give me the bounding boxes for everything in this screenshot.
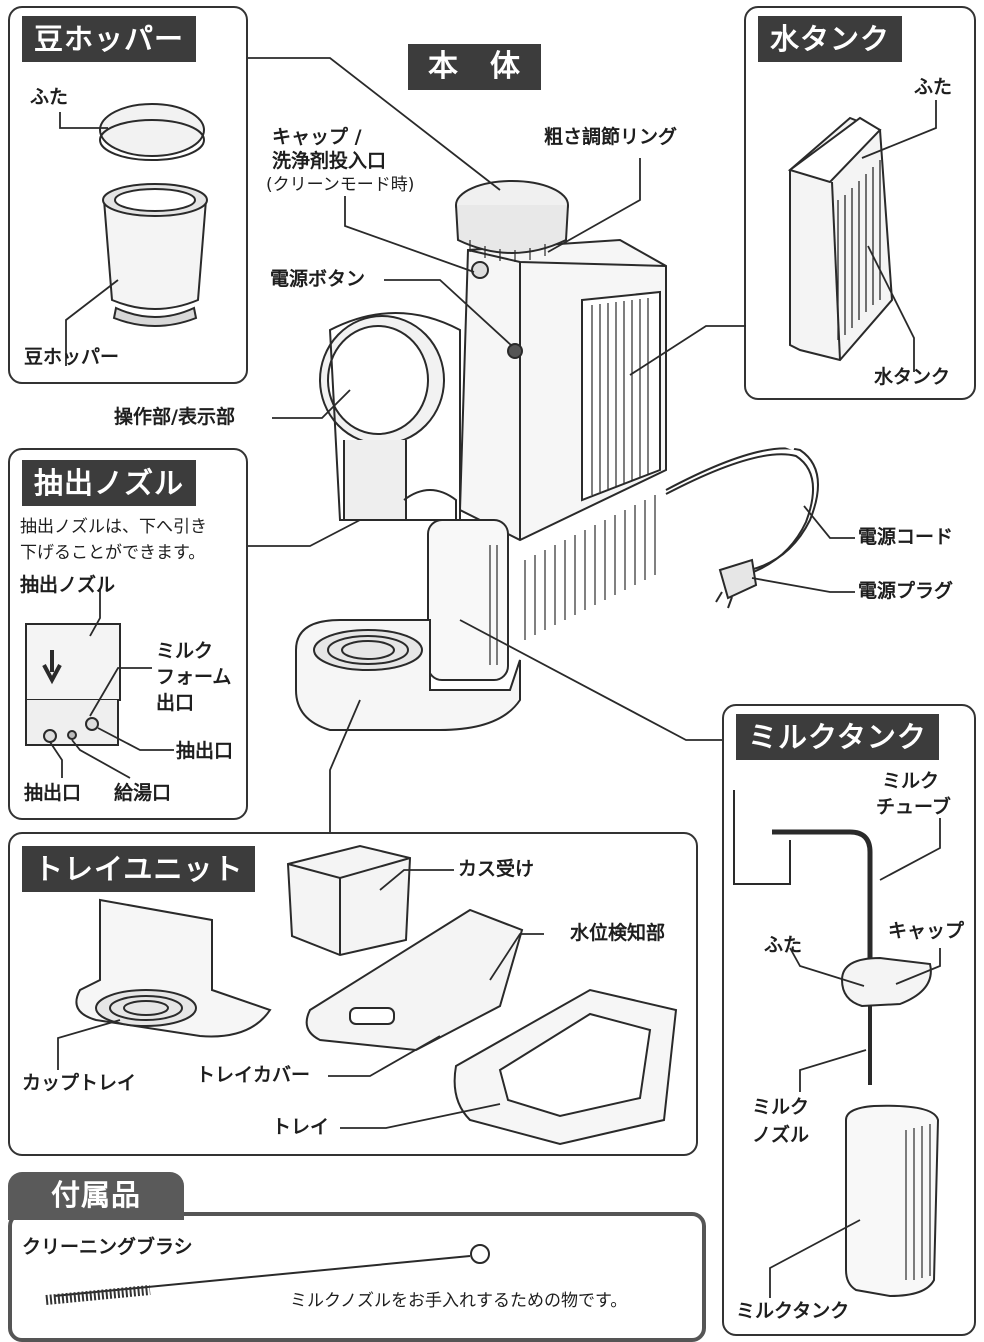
water-tank-label: 水タンク — [874, 366, 951, 388]
milk-foam-label-2: フォーム — [156, 666, 232, 688]
milk-tube-label-2: チューブ — [876, 796, 951, 818]
milk-tank-label: ミルクタンク — [736, 1300, 850, 1322]
nozzle-desc-line2: 下げることができます。 — [20, 543, 206, 563]
milk-nozzle-label-1: ミルク — [752, 1096, 810, 1118]
accessory-title: 付属品 — [8, 1172, 184, 1220]
milk-lid-label: ふた — [764, 934, 803, 956]
power-button-label: 電源ボタン — [270, 268, 366, 290]
grind-ring-label: 粗さ調節リング — [544, 126, 678, 148]
milk-foam-label-1: ミルク — [156, 640, 214, 662]
outlet-left-label: 抽出口 — [24, 782, 82, 804]
milk-foam-label-3: 出口 — [156, 692, 195, 714]
hopper-lid-art — [99, 103, 205, 157]
cap-label-line1: キャップ / — [272, 126, 362, 148]
tray-unit-title: トレイユニット — [22, 846, 256, 892]
outlet-right-label: 抽出口 — [176, 740, 234, 762]
water-tank-title: 水タンク — [758, 16, 903, 62]
tray-label: トレイ — [272, 1116, 330, 1138]
cap-label-line3: (クリーンモード時) — [266, 175, 415, 195]
hot-water-label: 給湯口 — [114, 782, 172, 804]
milk-nozzle-label-2: ノズル — [752, 1124, 810, 1146]
nozzle-desc-line1: 抽出ノズルは、下へ引き — [20, 517, 207, 537]
hopper-title: 豆ホッパー — [22, 16, 197, 62]
milk-tank-title: ミルクタンク — [736, 714, 939, 760]
water-tank-lid-label: ふた — [914, 76, 953, 98]
nozzle-detail-art — [25, 623, 121, 701]
cup-tray-label: カップトレイ — [22, 1072, 137, 1094]
hopper-lid-label: ふた — [30, 86, 69, 108]
milk-tube-label-1: ミルク — [882, 770, 940, 792]
tray-cover-label: トレイカバー — [196, 1064, 311, 1086]
grounds-label: カス受け — [458, 858, 535, 880]
hopper-label: 豆ホッパー — [24, 346, 120, 368]
power-plug-label: 電源プラグ — [858, 580, 954, 602]
cap-label-line2: 洗浄剤投入口 — [272, 150, 387, 172]
panel-label: 操作部/表示部 — [114, 406, 235, 428]
machine-milk-tank-art — [427, 519, 509, 681]
nozzle-title: 抽出ノズル — [22, 460, 197, 506]
grounds-container-art — [286, 844, 412, 957]
cleaning-brush-label: クリーニングブラシ — [22, 1236, 193, 1258]
power-cord-label: 電源コード — [858, 526, 954, 548]
cleaning-brush-desc: ミルクノズルをお手入れするための物です。 — [290, 1291, 628, 1311]
water-level-label: 水位検知部 — [570, 922, 666, 944]
milk-assembly-art — [733, 790, 791, 885]
milk-cap-label: キャップ — [888, 920, 965, 942]
hopper-cup-art — [103, 199, 207, 310]
nozzle-label: 抽出ノズル — [20, 574, 116, 596]
power-plug-art — [718, 558, 758, 600]
power-cord-art — [665, 447, 819, 571]
milk-tank-art — [845, 1104, 940, 1298]
main-body-title: 本 体 — [408, 44, 541, 90]
